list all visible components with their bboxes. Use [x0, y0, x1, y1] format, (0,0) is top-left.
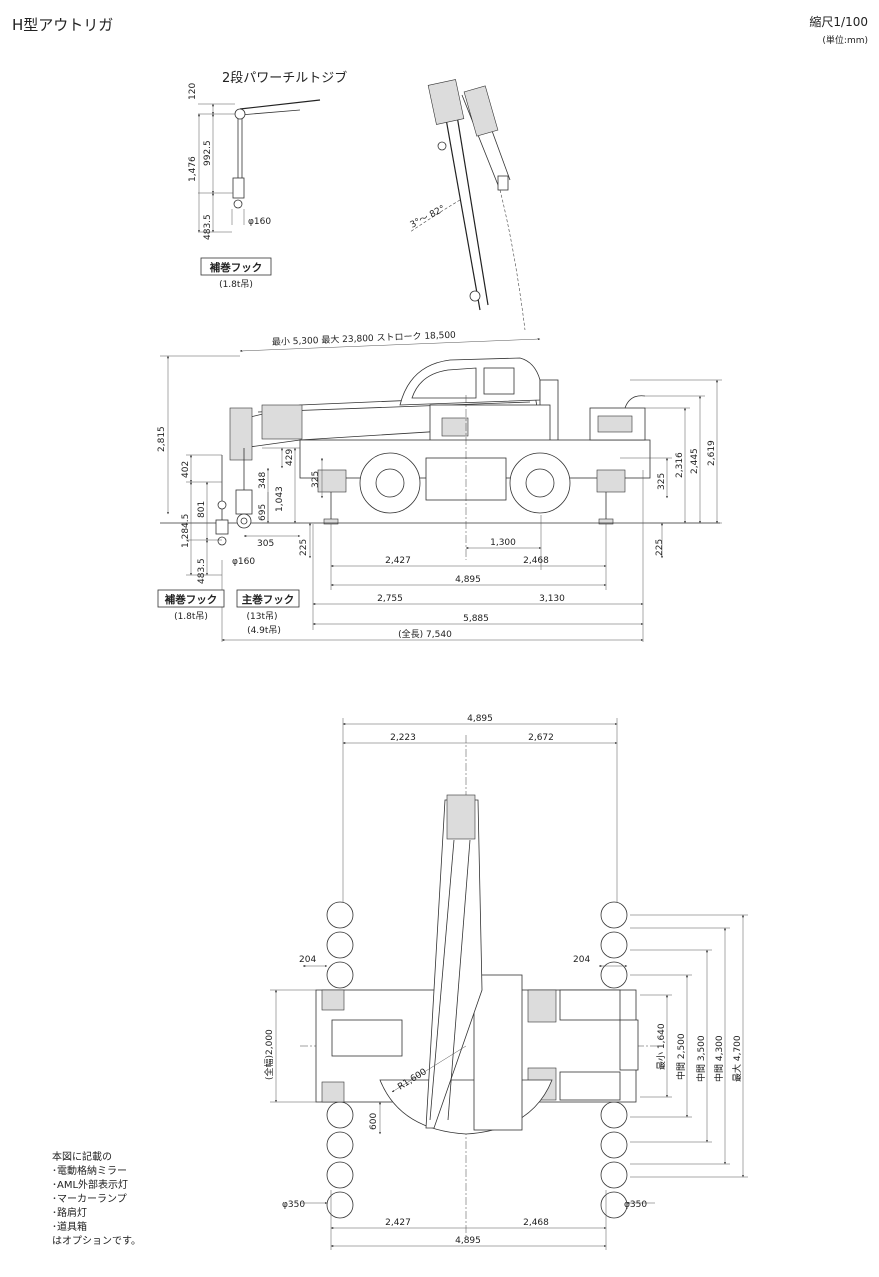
top-dim-bottom-4895: 4,895	[455, 1236, 481, 1246]
side-dim-2445: 2,445	[690, 448, 700, 474]
jib-dim-992: 992.5	[203, 140, 213, 166]
side-dim-total: (全長) 7,540	[398, 628, 452, 640]
side-dim-2427: 2,427	[385, 556, 411, 566]
side-dim-2619: 2,619	[707, 440, 717, 466]
top-dim-mid-2500: 中間 2,500	[675, 1033, 687, 1080]
aux-hook-label: 補巻フック	[164, 593, 218, 606]
top-dim-min: 最小 1,640	[656, 1023, 667, 1070]
side-dim-2316: 2,316	[675, 452, 685, 478]
main-hook-capacity: (13t吊)	[246, 611, 277, 622]
top-pad-left: φ350	[282, 1200, 305, 1210]
note-line-2: ･電動格納ミラー	[52, 1164, 127, 1177]
side-view: 最小 5,300 最大 23,800 ストローク 18,500	[157, 329, 722, 642]
main-hook-label: 主巻フック	[242, 593, 295, 606]
top-pad-right: φ350	[624, 1200, 647, 1210]
page-title: H型アウトリガ	[12, 16, 113, 34]
scale-label: 縮尺1/100	[809, 14, 868, 29]
top-dim-bottom-2427: 2,427	[385, 1218, 411, 1228]
note-line-4: ･マーカーランプ	[52, 1193, 127, 1205]
jib-dim-120: 120	[188, 83, 198, 100]
note-line-1: 本図に記載の	[52, 1150, 112, 1163]
top-dim-2672: 2,672	[528, 733, 554, 743]
side-dim-429: 429	[285, 449, 295, 466]
side-dim-2468: 2,468	[523, 556, 549, 566]
note-line-3: ･AML外部表示灯	[52, 1178, 128, 1191]
side-dim-3130: 3,130	[539, 594, 565, 604]
side-dim-305: 305	[257, 539, 274, 549]
top-dim-4895: 4,895	[467, 714, 493, 724]
jib-detail: 2段パワーチルトジブ 120 992.5 1,476 483.5 φ160 補巻…	[188, 70, 347, 290]
side-dim-483: 483.5	[197, 558, 207, 584]
main-hook-label-box	[236, 589, 300, 608]
jib-angle-label: 3°～ 82°	[409, 204, 447, 231]
side-dim-325-right: 325	[657, 473, 667, 490]
jib-dim-483: 483.5	[203, 214, 213, 240]
top-dim-bottom-2468: 2,468	[523, 1218, 549, 1228]
jib-hook-label: 補巻フック	[209, 261, 263, 274]
note-line-6: ･道具箱	[52, 1220, 87, 1233]
jib-hook-label-box	[200, 257, 272, 276]
top-dim-max: 最大 4,700	[731, 1035, 743, 1082]
boom-stroke-dim: 最小 5,300 最大 23,800 ストローク 18,500	[272, 329, 457, 348]
main-hook-capacity-2: (4.9t吊)	[247, 625, 281, 636]
jib-hook-capacity: (1.8t吊)	[219, 279, 253, 290]
side-dim-5885: 5,885	[463, 614, 489, 624]
top-dim-600: 600	[369, 1113, 379, 1130]
jib-title: 2段パワーチルトジブ	[222, 70, 347, 86]
side-dim-348: 348	[258, 472, 268, 489]
side-dim-1300: 1,300	[490, 538, 516, 548]
top-dim-mid-4300: 中間 4,300	[713, 1035, 725, 1082]
option-notes: 本図に記載の ･電動格納ミラー ･AML外部表示灯 ･マーカーランプ ･路肩灯 …	[52, 1150, 141, 1247]
side-dim-2755: 2,755	[377, 594, 403, 604]
side-dim-695: 695	[258, 504, 268, 521]
top-dim-204-right: 204	[573, 955, 590, 965]
top-dim-width: (全幅)2,000	[263, 1029, 275, 1080]
jib-dim-1476: 1,476	[188, 156, 198, 182]
note-line-7: はオプションです。	[52, 1235, 141, 1247]
side-sheave-dim: φ160	[232, 557, 255, 567]
side-ground-left: 225	[299, 539, 309, 556]
side-ground-right: 225	[655, 539, 665, 556]
top-dim-2223: 2,223	[390, 733, 416, 743]
aux-hook-label-box	[157, 589, 225, 608]
side-dim-801: 801	[197, 501, 207, 518]
unit-label: (単位:mm)	[822, 34, 868, 46]
side-dim-2815: 2,815	[157, 426, 167, 452]
side-dim-1284: 1,284.5	[181, 514, 191, 548]
side-dim-402: 402	[181, 461, 191, 478]
raised-jib: 3°～ 82°	[409, 79, 526, 331]
top-dim-mid-3500: 中間 3,500	[695, 1035, 707, 1082]
note-line-5: ･路肩灯	[52, 1206, 87, 1219]
jib-sheave-dim: φ160	[248, 217, 271, 227]
top-dim-204-left: 204	[299, 955, 316, 965]
side-dim-4895: 4,895	[455, 575, 481, 585]
top-view: 4,895 2,223 2,672	[263, 714, 748, 1250]
aux-hook-capacity: (1.8t吊)	[174, 611, 208, 622]
side-dim-1043: 1,043	[275, 486, 285, 512]
side-dim-325-left: 325	[311, 471, 321, 488]
